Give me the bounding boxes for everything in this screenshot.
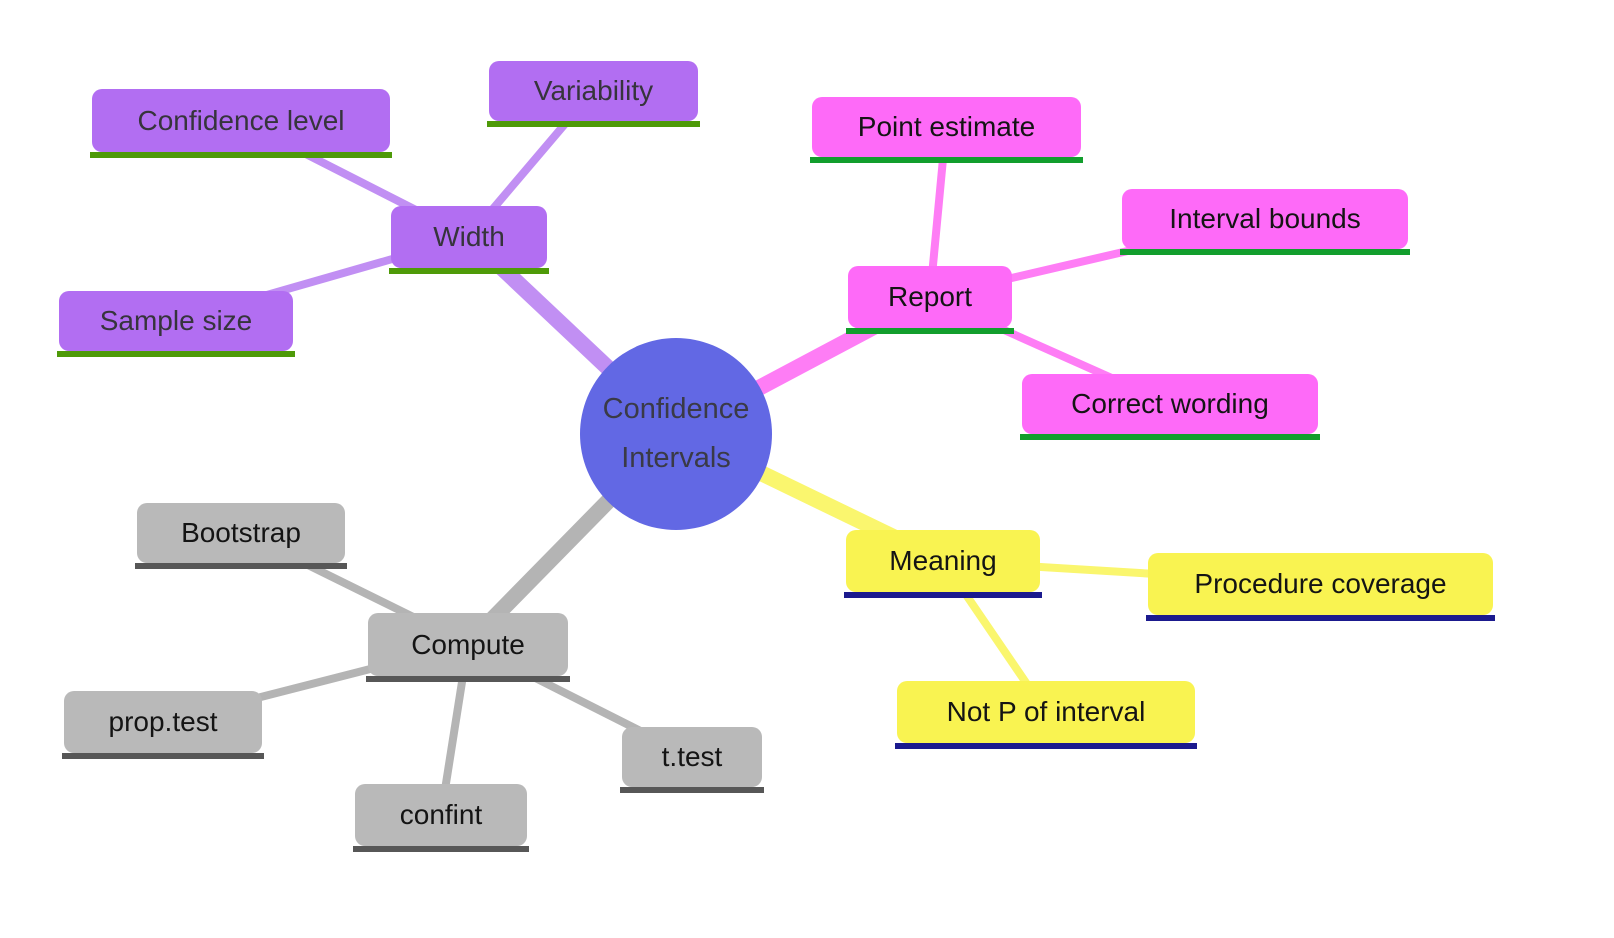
node-confint-label: confint bbox=[399, 799, 483, 830]
node-sample-size-label: Sample size bbox=[99, 305, 253, 336]
node-correct-wording-underline bbox=[1020, 434, 1320, 440]
node-compute[interactable]: Compute bbox=[366, 613, 570, 682]
node-procedure-coverage-label: Procedure coverage bbox=[1194, 568, 1447, 599]
node-variability-underline bbox=[487, 121, 700, 127]
node-report-label: Report bbox=[887, 281, 973, 312]
node-variability[interactable]: Variability bbox=[487, 61, 700, 127]
node-t-test-label: t.test bbox=[661, 741, 723, 772]
node-not-p-of-interval-label: Not P of interval bbox=[946, 696, 1146, 727]
node-confint[interactable]: confint bbox=[353, 784, 529, 852]
node-width-underline bbox=[389, 268, 549, 274]
node-sample-size[interactable]: Sample size bbox=[57, 291, 295, 357]
node-report[interactable]: Report bbox=[846, 266, 1014, 334]
node-width[interactable]: Width bbox=[389, 206, 549, 274]
node-report-underline bbox=[846, 328, 1014, 334]
node-not-p-of-interval[interactable]: Not P of interval bbox=[895, 681, 1197, 749]
node-bootstrap[interactable]: Bootstrap bbox=[135, 503, 347, 569]
node-compute-label: Compute bbox=[411, 628, 525, 660]
node-compute-underline bbox=[366, 676, 570, 682]
node-interval-bounds[interactable]: Interval bounds bbox=[1120, 189, 1410, 255]
node-meaning-underline bbox=[844, 592, 1042, 598]
node-meaning-label: Meaning bbox=[889, 545, 997, 576]
node-confidence-level-label: Confidence level bbox=[137, 104, 345, 136]
node-width-label: Width bbox=[433, 221, 505, 252]
node-prop-test-label: prop.test bbox=[108, 706, 218, 737]
node-procedure-coverage[interactable]: Procedure coverage bbox=[1146, 553, 1495, 621]
node-interval-bounds-underline bbox=[1120, 249, 1410, 255]
node-t-test-underline bbox=[620, 787, 764, 793]
node-interval-bounds-label: Interval bounds bbox=[1169, 203, 1361, 234]
node-prop-test[interactable]: prop.test bbox=[62, 691, 264, 759]
node-confint-underline bbox=[353, 846, 529, 852]
node-root[interactable]: Confidence Intervals bbox=[580, 338, 772, 530]
node-point-estimate-label: Point estimate bbox=[857, 111, 1036, 142]
node-sample-size-underline bbox=[57, 351, 295, 357]
node-confidence-level[interactable]: Confidence level bbox=[90, 89, 392, 158]
node-bootstrap-underline bbox=[135, 563, 347, 569]
node-procedure-coverage-underline bbox=[1146, 615, 1495, 621]
node-correct-wording[interactable]: Correct wording bbox=[1020, 374, 1320, 440]
node-correct-wording-label: Correct wording bbox=[1071, 388, 1269, 419]
node-prop-test-underline bbox=[62, 753, 264, 759]
node-confidence-level-underline bbox=[90, 152, 392, 158]
node-meaning[interactable]: Meaning bbox=[844, 530, 1042, 598]
node-not-p-of-interval-underline bbox=[895, 743, 1197, 749]
node-t-test[interactable]: t.test bbox=[620, 727, 764, 793]
node-point-estimate[interactable]: Point estimate bbox=[810, 97, 1083, 163]
node-root-label: Confidence Intervals bbox=[602, 392, 750, 474]
node-variability-label: Variability bbox=[533, 75, 654, 106]
node-point-estimate-underline bbox=[810, 157, 1083, 163]
node-bootstrap-label: Bootstrap bbox=[181, 517, 301, 548]
